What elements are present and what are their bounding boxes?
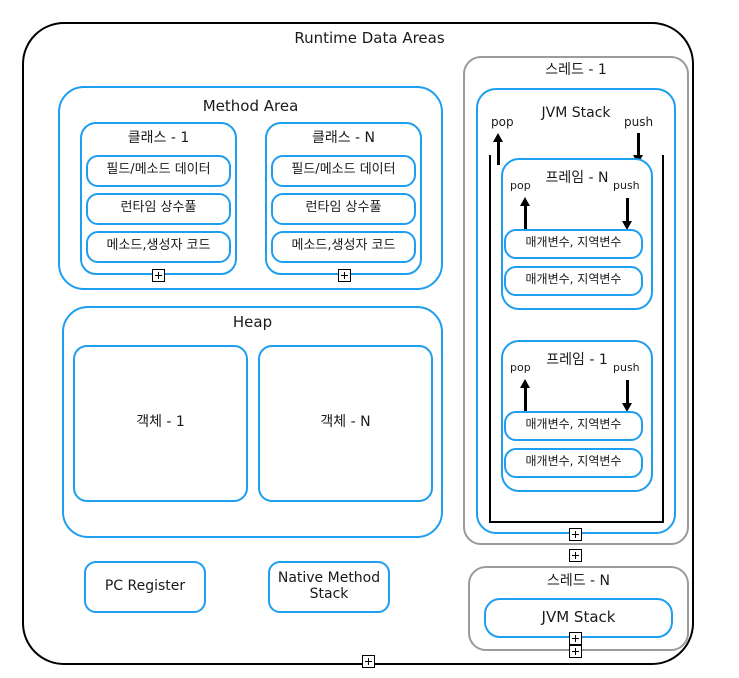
heap-title: Heap bbox=[232, 313, 273, 331]
jvm-stack-pop-label: pop bbox=[491, 115, 514, 129]
frame-n-title: 프레임 - N bbox=[545, 170, 609, 186]
class-1-expand-icon[interactable] bbox=[152, 269, 165, 282]
class-box-n-title: 클래스 - N bbox=[311, 130, 376, 146]
thread-1-title: 스레드 - 1 bbox=[545, 62, 607, 78]
jvm-stack-pop-arrow-shaft bbox=[497, 140, 500, 165]
heap-object-1-label: 객체 - 1 bbox=[136, 414, 185, 430]
runtime-data-areas-container bbox=[22, 22, 694, 665]
heap-object-n-label: 객체 - N bbox=[320, 414, 371, 430]
frame-n-pop-arrow-head bbox=[520, 197, 530, 206]
class-1-item-2[interactable] bbox=[86, 231, 231, 263]
thread-1-expand-icon[interactable] bbox=[569, 549, 582, 562]
page-title: Runtime Data Areas bbox=[294, 29, 445, 47]
runtime-container-expand-icon[interactable] bbox=[362, 655, 375, 668]
thread-1-jvm-stack-title: JVM Stack bbox=[541, 105, 611, 121]
pc-register-label: PC Register bbox=[104, 578, 186, 594]
frame-1-pop-label: pop bbox=[510, 361, 531, 374]
class-box-1-title: 클래스 - 1 bbox=[127, 130, 190, 146]
jvm-stack-push-label: push bbox=[624, 115, 654, 129]
frame-n-pop-label: pop bbox=[510, 179, 531, 192]
method-area-title: Method Area bbox=[202, 97, 299, 115]
pc-register-box[interactable] bbox=[84, 561, 206, 613]
class-n-item-0[interactable] bbox=[271, 155, 416, 187]
frame-n-push-arrow-shaft bbox=[626, 198, 629, 224]
frame-1-pop-arrow-shaft bbox=[524, 387, 527, 413]
class-n-item-0-label: 필드/메소드 데이터 bbox=[291, 162, 396, 177]
class-1-item-0[interactable] bbox=[86, 155, 231, 187]
class-n-item-1-label: 런타임 상수풀 bbox=[305, 200, 382, 215]
frame-n-slot-0-label: 매개변수, 지역변수 bbox=[525, 235, 622, 249]
native-method-stack-label: Native Method Stack bbox=[277, 570, 381, 603]
class-1-item-1-label: 런타임 상수풀 bbox=[120, 200, 197, 215]
frame-1-push-arrow-shaft bbox=[626, 380, 629, 406]
frame-1-push-arrow-head bbox=[622, 403, 632, 412]
frame-1-slot-1-label: 매개변수, 지역변수 bbox=[525, 454, 622, 468]
class-n-expand-icon[interactable] bbox=[338, 269, 351, 282]
frame-1-push-label: push bbox=[613, 361, 640, 374]
frame-n-slot-0[interactable] bbox=[504, 229, 643, 259]
class-1-item-0-label: 필드/메소드 데이터 bbox=[106, 162, 211, 177]
frame-n-push-arrow-head bbox=[622, 221, 632, 230]
frame-n-slot-1[interactable] bbox=[504, 266, 643, 296]
thread-n-title: 스레드 - N bbox=[546, 573, 611, 589]
native-method-stack-box[interactable] bbox=[268, 561, 390, 613]
thread-1-jvm-stack-expand-icon[interactable] bbox=[569, 528, 582, 541]
frame-1-pop-arrow-head bbox=[520, 379, 530, 388]
class-n-item-2-label: 메소드,생성자 코드 bbox=[291, 238, 396, 253]
frame-1-slot-0-label: 매개변수, 지역변수 bbox=[525, 417, 622, 431]
frame-1-slot-1[interactable] bbox=[504, 448, 643, 478]
class-1-item-1[interactable] bbox=[86, 193, 231, 225]
thread-n-expand-icon[interactable] bbox=[569, 645, 582, 658]
thread-n-jvm-stack-title: JVM Stack bbox=[541, 608, 616, 626]
class-n-item-2[interactable] bbox=[271, 231, 416, 263]
frame-n-push-label: push bbox=[613, 179, 640, 192]
jvm-stack-bracket bbox=[489, 155, 664, 523]
thread-n-jvm-stack-expand-icon[interactable] bbox=[569, 632, 582, 645]
jvm-stack-pop-arrow-head bbox=[493, 133, 503, 142]
class-1-item-2-label: 메소드,생성자 코드 bbox=[106, 238, 211, 253]
heap-object-n[interactable] bbox=[258, 345, 433, 502]
frame-1-title: 프레임 - 1 bbox=[546, 352, 608, 368]
jvm-stack-push-arrow-shaft bbox=[637, 133, 640, 158]
frame-n-slot-1-label: 매개변수, 지역변수 bbox=[525, 272, 622, 286]
heap-object-1[interactable] bbox=[73, 345, 248, 502]
frame-n-pop-arrow-shaft bbox=[524, 205, 527, 231]
class-n-item-1[interactable] bbox=[271, 193, 416, 225]
frame-1-slot-0[interactable] bbox=[504, 411, 643, 441]
